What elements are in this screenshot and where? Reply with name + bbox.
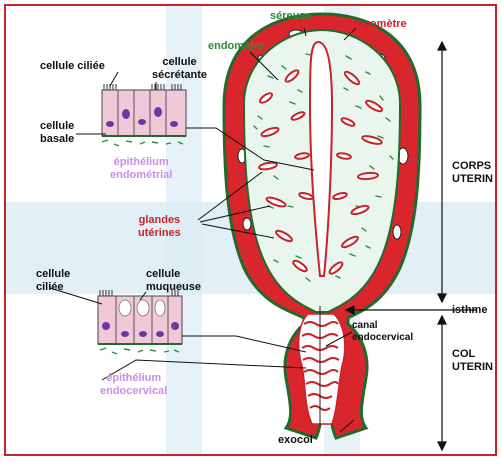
label-cellule-muqueuse: cellule muqueuse <box>146 268 201 294</box>
vessel <box>243 218 251 230</box>
leader-ciliee <box>110 72 118 86</box>
label-cellule-ciliee-top: cellule ciliée <box>40 60 105 73</box>
label-epithelium-endocervical: épithélium endocervical <box>100 372 167 398</box>
gland <box>358 172 378 180</box>
label-corps-uterin: CORPS UTERIN <box>452 160 493 186</box>
inset-endometrial-epithelium <box>102 84 186 146</box>
label-epithelium-endometrial: épithélium endométrial <box>110 156 172 182</box>
cilia <box>104 84 181 90</box>
label-cellule-secretante: cellule sécrétante <box>152 56 207 82</box>
mucus-vacuoles <box>119 300 165 316</box>
label-cellule-basale: cellule basale <box>40 120 74 146</box>
uterus-diagram <box>6 6 497 456</box>
label-sereuse: séreuse <box>270 10 312 23</box>
label-myometre: myomètre <box>354 18 407 31</box>
label-canal-endocervical: canal endocervical <box>352 320 413 344</box>
arrow-head <box>438 42 446 50</box>
diagram-frame: séreuse myomètre endomètre cellule cilié… <box>4 4 497 456</box>
arrow-head <box>438 316 446 324</box>
arrow-head <box>438 294 446 302</box>
label-exocol: exocol <box>278 434 313 447</box>
label-cellule-ciliee-bottom: cellule ciliée <box>36 268 70 294</box>
stroma-texture <box>102 140 183 146</box>
label-isthme: isthme <box>452 304 487 317</box>
label-endometre: endomètre <box>208 40 264 53</box>
label-col-uterin: COL UTERIN <box>452 348 493 374</box>
endometrium <box>244 30 400 312</box>
arrow-head <box>438 442 446 450</box>
label-glandes-uterines: glandes utérines <box>138 214 181 240</box>
vessel <box>393 225 401 239</box>
epithelium-block <box>102 90 186 136</box>
stroma-texture <box>100 348 179 354</box>
